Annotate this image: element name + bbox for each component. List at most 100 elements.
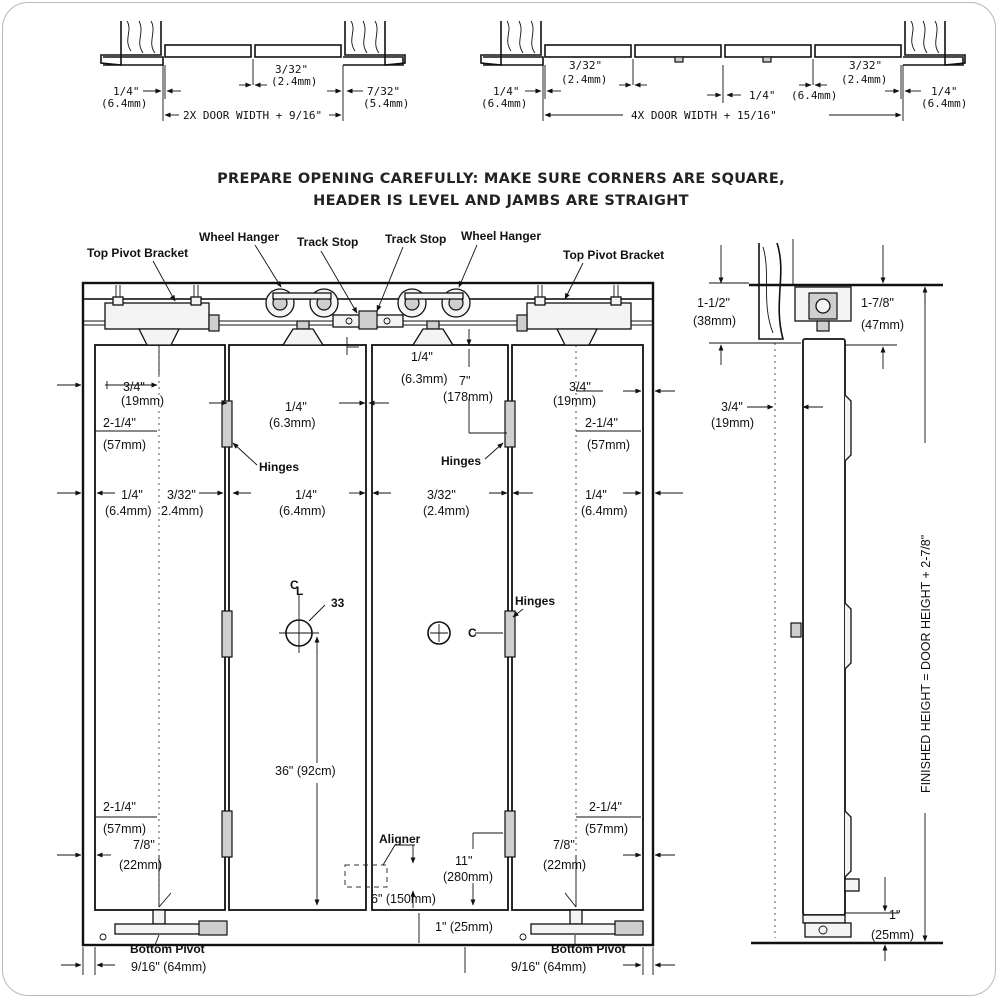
dim-2-1-4-bl: 2-1/4" bbox=[103, 800, 136, 814]
tr-right-metric: (6.4mm) bbox=[921, 97, 967, 110]
dim-2-1-4-tl-mm: (57mm) bbox=[103, 438, 146, 452]
callout-track-stop-right: Track Stop bbox=[385, 232, 446, 246]
dim-2-1-4-br-mm: (57mm) bbox=[585, 822, 628, 836]
callout-wheel-hanger-left: Wheel Hanger bbox=[199, 230, 279, 244]
wheel-hanger-left bbox=[265, 288, 339, 346]
knob-right: C bbox=[427, 621, 503, 645]
tl-right-label: 7/32" bbox=[367, 85, 400, 98]
dim-1-4-top-gap-mm: (6.3mm) bbox=[401, 372, 448, 386]
dim-2-1-4-tl: 2-1/4" bbox=[103, 416, 136, 430]
side-dim-1-mm: (25mm) bbox=[871, 928, 914, 942]
callout-bottom-pivot-left: Bottom Pivot bbox=[130, 942, 205, 956]
dim-7-mm: (178mm) bbox=[443, 390, 493, 404]
dim-3-32-row-left-mm: 2.4mm) bbox=[161, 504, 203, 518]
dim-1-4-row-left-mm: (6.4mm) bbox=[105, 504, 152, 518]
dim-11: 11" bbox=[455, 854, 472, 868]
tr-width-formula: 4X DOOR WIDTH + 15/16" bbox=[631, 109, 777, 122]
dim-9-16-right: 9/16" (64mm) bbox=[511, 960, 586, 974]
door-panel-2 bbox=[228, 344, 367, 911]
dim-7-8-right-mm: (22mm) bbox=[543, 858, 586, 872]
tr-gap-right-label: 3/32" bbox=[849, 59, 882, 72]
dim-2-1-4-br: 2-1/4" bbox=[589, 800, 622, 814]
dim-7-8-left: 7/8" bbox=[133, 838, 155, 852]
front-elevation: C L 33 C bbox=[57, 229, 683, 975]
dim-9-16-left: 9/16" (64mm) bbox=[131, 960, 206, 974]
dim-1-4-mid-top: 1/4" bbox=[285, 400, 307, 414]
dim-3-4-right-mm: (19mm) bbox=[553, 394, 596, 408]
dim-7-8-right: 7/8" bbox=[553, 838, 575, 852]
knob-size-label: 33 bbox=[331, 596, 345, 610]
svg-text:L: L bbox=[296, 584, 303, 598]
dim-2-1-4-bl-mm: (57mm) bbox=[103, 822, 146, 836]
tr-right-jamb-section bbox=[903, 20, 966, 66]
callout-bottom-pivot-right: Bottom Pivot bbox=[551, 942, 626, 956]
tr-gap-left-label: 3/32" bbox=[569, 59, 602, 72]
dim-3-4-left-mm: (19mm) bbox=[121, 394, 164, 408]
hinge-set-right bbox=[504, 400, 516, 858]
door-panel-3 bbox=[371, 344, 509, 911]
svg-text:C: C bbox=[290, 578, 299, 592]
plan-door-1 bbox=[164, 44, 252, 58]
installation-drawing: 3/32" (2.4mm) 1/4" (6.4mm) 7/32" (5.4mm)… bbox=[57, 20, 967, 975]
top-right-plan-view: 3/32" (2.4mm) 3/32" (2.4mm) 1/4" (6.4mm)… bbox=[480, 20, 967, 122]
dim-1-4-row-right-mm: (6.4mm) bbox=[581, 504, 628, 518]
callout-hinges-left: Hinges bbox=[259, 460, 299, 474]
callout-aligner: Aligner bbox=[379, 832, 421, 846]
callout-track-stop-left: Track Stop bbox=[297, 235, 358, 249]
side-dim-1: 1" bbox=[889, 908, 900, 922]
top-pivot-bracket-right bbox=[516, 285, 632, 346]
tr-gap-left-metric: (2.4mm) bbox=[561, 73, 607, 86]
svg-text:C: C bbox=[468, 626, 477, 640]
callout-top-pivot-left: Top Pivot Bracket bbox=[87, 246, 188, 260]
tr-plan-door-1 bbox=[544, 44, 632, 58]
bottom-pivot-right bbox=[519, 909, 644, 941]
tl-gap-metric: (2.4mm) bbox=[271, 75, 317, 88]
top-left-plan-view: 3/32" (2.4mm) 1/4" (6.4mm) 7/32" (5.4mm)… bbox=[100, 20, 409, 122]
right-jamb-section bbox=[343, 20, 406, 66]
dim-3-4-left: 3/4" bbox=[123, 380, 145, 394]
dim-3-32-row-left: 3/32" bbox=[167, 488, 196, 502]
left-jamb-section bbox=[100, 20, 164, 66]
dim-1-4-row-right: 1/4" bbox=[585, 488, 607, 502]
tr-right-label: 1/4" bbox=[931, 85, 958, 98]
dim-1-4-mid-top-mm: (6.3mm) bbox=[269, 416, 316, 430]
dim-11-mm: (280mm) bbox=[443, 870, 493, 884]
dim-7: 7" bbox=[459, 374, 470, 388]
dim-6: 6" (150mm) bbox=[371, 892, 436, 906]
tr-center-metric: (6.4mm) bbox=[791, 89, 837, 102]
side-dim-1-1-2-mm: (38mm) bbox=[693, 314, 736, 328]
tr-center-label: 1/4" bbox=[749, 89, 776, 102]
callout-hinges-right: Hinges bbox=[515, 594, 555, 608]
side-dim-1-7-8: 1-7/8" bbox=[861, 296, 894, 310]
tr-plan-door-4 bbox=[814, 44, 902, 58]
callout-hinges-center: Hinges bbox=[441, 454, 481, 468]
dim-3-32-row-center: 3/32" bbox=[427, 488, 456, 502]
side-door bbox=[802, 338, 846, 916]
callout-top-pivot-right: Top Pivot Bracket bbox=[563, 248, 664, 262]
tr-plan-door-2 bbox=[634, 44, 722, 58]
tl-width-formula: 2X DOOR WIDTH + 9/16" bbox=[183, 109, 322, 122]
tr-plan-door-3 bbox=[724, 44, 812, 58]
dim-3-32-row-center-mm: (2.4mm) bbox=[423, 504, 470, 518]
dim-3-4-right: 3/4" bbox=[569, 380, 591, 394]
finished-height-label: FINISHED HEIGHT = DOOR HEIGHT + 2-7/8" bbox=[919, 535, 933, 793]
heading-line-1: PREPARE OPENING CAREFULLY: MAKE SURE COR… bbox=[217, 171, 785, 187]
dim-7-8-left-mm: (22mm) bbox=[119, 858, 162, 872]
door-panel-4 bbox=[511, 344, 644, 911]
side-dim-1-1-2: 1-1/2" bbox=[697, 296, 730, 310]
tr-gap-right-metric: (2.4mm) bbox=[841, 73, 887, 86]
header-track bbox=[82, 282, 654, 300]
top-pivot-bracket-left bbox=[104, 285, 220, 346]
dim-36: 36" (92cm) bbox=[275, 764, 336, 778]
side-dim-3-4-mm: (19mm) bbox=[711, 416, 754, 430]
side-dim-3-4: 3/4" bbox=[721, 400, 743, 414]
plan-door-2 bbox=[254, 44, 342, 58]
tl-left-metric: (6.4mm) bbox=[101, 97, 147, 110]
aligner bbox=[344, 844, 415, 888]
dim-2-1-4-tr-mm: (57mm) bbox=[587, 438, 630, 452]
tl-gap-label: 3/32" bbox=[275, 63, 308, 76]
knob-left: C L 33 bbox=[279, 578, 345, 653]
track-stops bbox=[332, 310, 404, 330]
tr-left-metric: (6.4mm) bbox=[481, 97, 527, 110]
